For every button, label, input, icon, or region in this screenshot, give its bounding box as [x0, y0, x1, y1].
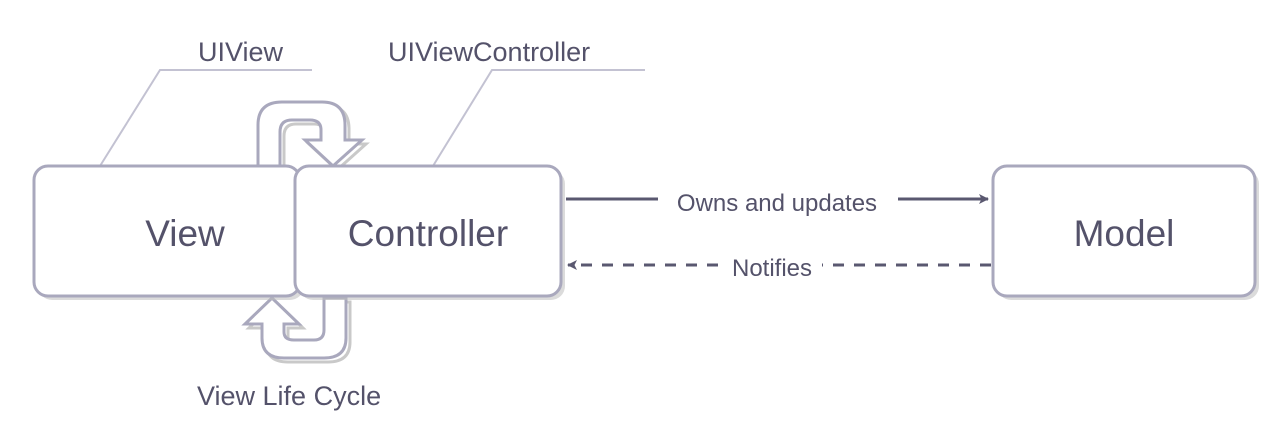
model-node-label: Model	[1074, 213, 1175, 254]
view-lifecycle-bottom-arrow	[241, 295, 352, 364]
notifies-label: Notifies	[732, 255, 812, 282]
uiview-label: UIView	[198, 37, 284, 67]
uiviewcontroller-label: UIViewController	[388, 37, 590, 67]
view-lifecycle-top-arrow	[256, 100, 370, 173]
model-node: Model	[991, 164, 1259, 300]
view-node-label: View	[145, 213, 225, 254]
view-node: View	[32, 164, 304, 300]
view-life-cycle-label: View Life Cycle	[197, 381, 381, 411]
uiview-callout-line	[99, 69, 312, 167]
owns-and-updates-label: Owns and updates	[677, 190, 877, 217]
controller-node-label: Controller	[348, 213, 508, 254]
uiviewcontroller-callout-line	[432, 69, 645, 167]
owns-label-bg	[658, 186, 898, 214]
controller-node: Controller	[293, 164, 565, 300]
notifies-label-bg	[722, 252, 822, 280]
